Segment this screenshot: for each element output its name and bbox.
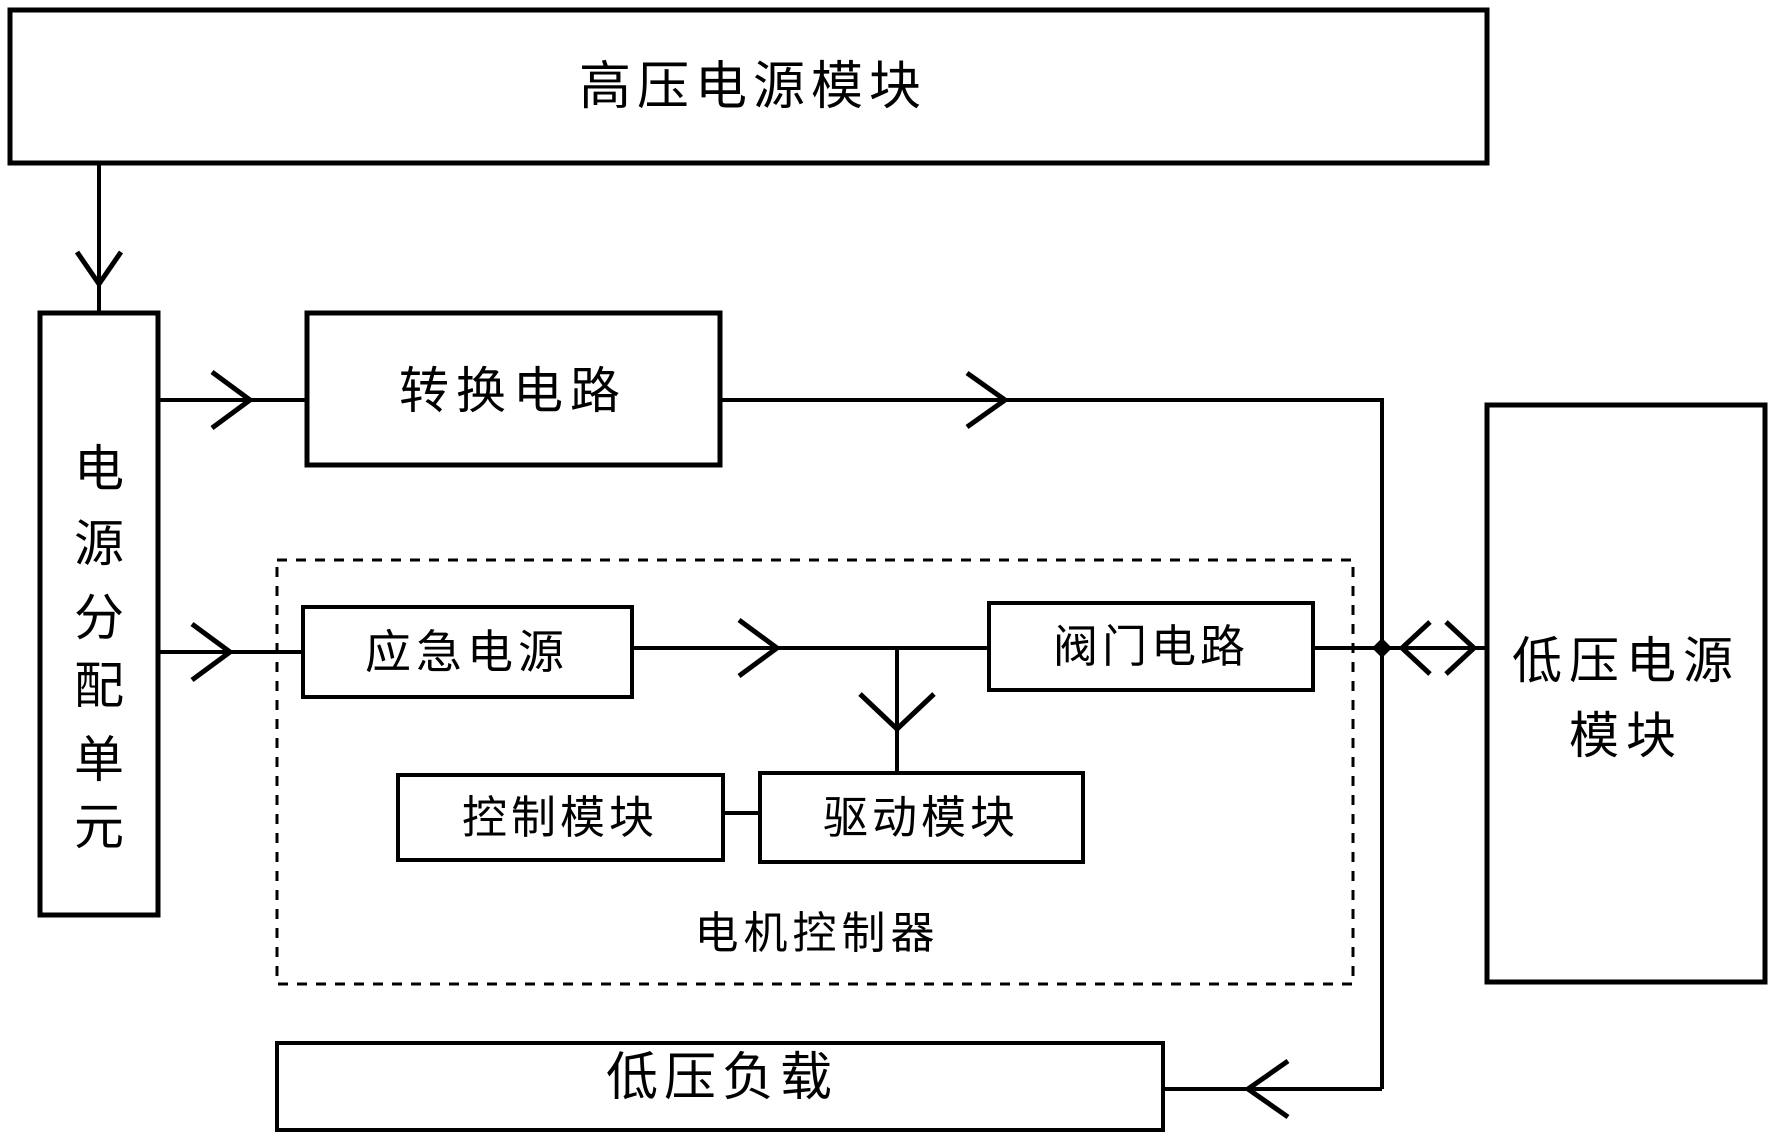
power-distribution-unit-box	[37, 310, 161, 918]
control-module-label: 控制模块	[462, 793, 658, 843]
control-module-box	[396, 773, 725, 862]
junction-dot-icon	[1372, 638, 1392, 658]
emergency-power-label: 应急电源	[365, 627, 569, 678]
low-voltage-module-label: 低压电源 模块	[1512, 633, 1740, 764]
valve-circuit-label: 阀门电路	[1053, 622, 1249, 672]
svg-text:元: 元	[74, 799, 124, 855]
low-voltage-load-box	[275, 1041, 1165, 1132]
arrowhead-right-icon	[965, 370, 1010, 430]
wire-conversion-to-bus	[720, 398, 1384, 1089]
drive-module-box	[758, 771, 1085, 864]
arrowhead-left-icon	[1398, 620, 1432, 676]
arrowhead-right-icon	[190, 621, 235, 683]
arrowhead-down-icon	[858, 692, 936, 733]
arrowhead-right-icon	[737, 617, 782, 679]
conversion-circuit-box	[304, 310, 723, 468]
svg-text:模块: 模块	[1569, 708, 1683, 764]
arrowhead-down-icon	[74, 250, 124, 289]
low-voltage-module-box	[1484, 402, 1768, 985]
high-voltage-module-label: 高压电源模块	[579, 59, 927, 116]
conversion-circuit-label: 转换电路	[399, 363, 627, 419]
high-voltage-module-box	[7, 7, 1490, 166]
motor-controller-label: 电机控制器	[695, 909, 940, 958]
arrowhead-right-icon	[1444, 620, 1478, 676]
svg-text:电: 电	[74, 441, 124, 497]
svg-text:分: 分	[74, 590, 124, 646]
drive-module-label: 驱动模块	[823, 793, 1019, 843]
svg-text:配: 配	[74, 658, 124, 714]
svg-text:低压电源: 低压电源	[1512, 633, 1740, 689]
arrowhead-right-icon	[210, 369, 255, 431]
low-voltage-load-label: 低压负载	[606, 1050, 838, 1107]
emergency-power-box	[301, 605, 634, 699]
svg-text:源: 源	[74, 516, 124, 572]
arrowhead-left-icon	[1243, 1058, 1290, 1120]
svg-text:单: 单	[74, 732, 124, 788]
power-distribution-unit-label: 电 源 分 配 单 元	[74, 441, 124, 855]
